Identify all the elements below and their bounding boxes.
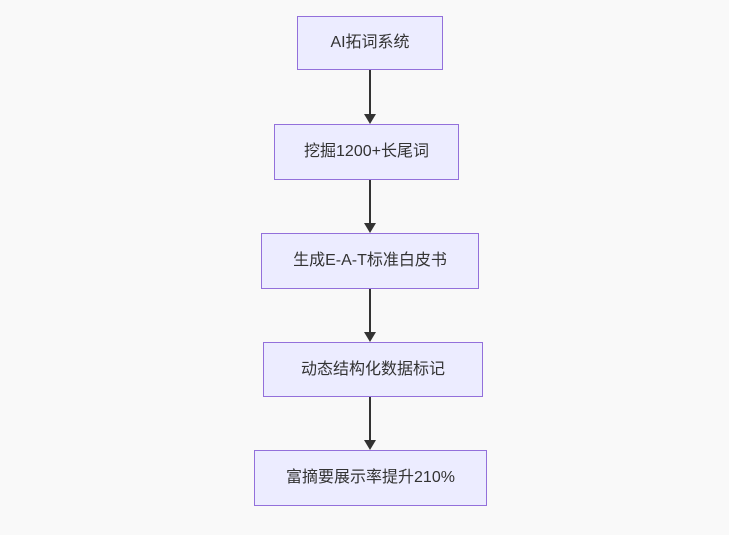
flow-node-structured-data-markup: 动态结构化数据标记 (263, 342, 483, 397)
arrow-line (369, 180, 371, 225)
arrowhead-down-icon (364, 332, 376, 342)
flow-node-label: 动态结构化数据标记 (300, 360, 445, 378)
flow-node-label: 生成E-A-T标准白皮书 (293, 252, 447, 270)
flow-node-rich-snippet-uplift: 富摘要展示率提升210% (254, 450, 487, 506)
arrow-line (369, 397, 371, 442)
arrow-line (369, 70, 371, 116)
arrow-line (369, 289, 371, 334)
flow-node-eat-whitepaper: 生成E-A-T标准白皮书 (261, 233, 479, 289)
arrowhead-down-icon (364, 223, 376, 233)
flow-arrow-3 (363, 289, 377, 342)
arrowhead-down-icon (364, 440, 376, 450)
flow-node-label: 挖掘1200+长尾词 (304, 143, 429, 161)
flow-arrow-2 (363, 180, 377, 233)
flow-node-label: AI拓词系统 (330, 34, 410, 52)
flow-node-label: 富摘要展示率提升210% (286, 469, 455, 487)
flow-node-ai-word-expansion: AI拓词系统 (297, 16, 443, 70)
flow-arrow-1 (363, 70, 377, 124)
arrowhead-down-icon (364, 114, 376, 124)
flow-node-longtail-mining: 挖掘1200+长尾词 (274, 124, 459, 180)
flow-arrow-4 (363, 397, 377, 450)
